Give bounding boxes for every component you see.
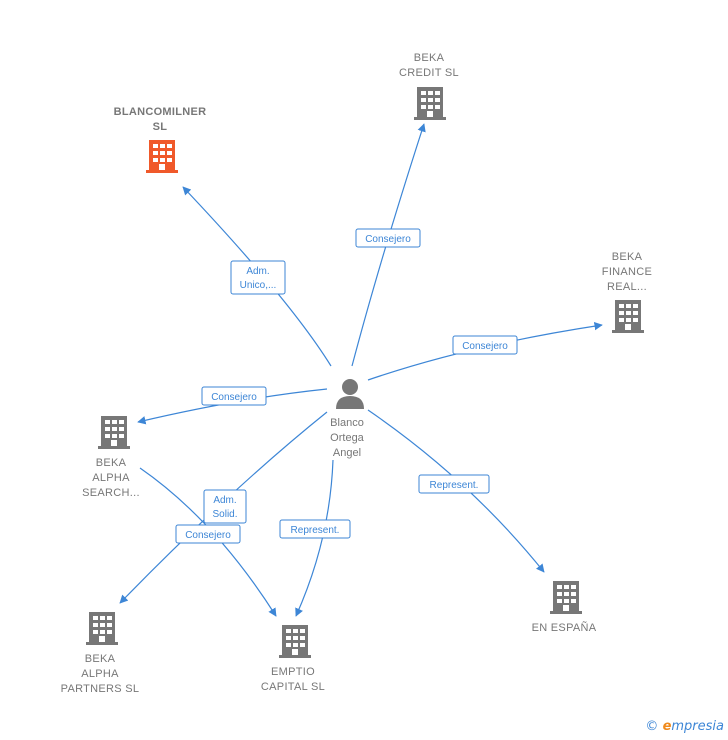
company-node-beka-finance[interactable]: BEKA FINANCE REAL... (602, 251, 652, 333)
edge-label-to-emptio-represent[interactable]: Represent. (279, 519, 351, 539)
edge-label-to-beka-finance[interactable]: Consejero (452, 335, 518, 355)
person-name-line-1: Blanco (330, 417, 364, 429)
svg-text:ALPHA: ALPHA (81, 668, 119, 680)
svg-text:Adm.: Adm. (213, 495, 236, 506)
edge-label-to-en-espana[interactable]: Represent. (418, 474, 490, 494)
svg-text:BLANCOMILNER: BLANCOMILNER (114, 106, 207, 118)
building-icon (550, 581, 582, 614)
edge-label-to-beka-alpha-partners[interactable]: Consejero (175, 524, 241, 544)
building-icon (414, 87, 446, 120)
company-node-blancomilner[interactable]: BLANCOMILNER SL (114, 106, 207, 173)
svg-text:FINANCE: FINANCE (602, 266, 652, 278)
copyright-icon: © (645, 719, 659, 734)
person-name-line-3: Angel (333, 447, 361, 459)
edge-label-to-emptio-adm[interactable]: Adm. Solid. (203, 489, 247, 524)
svg-text:BEKA: BEKA (96, 457, 127, 469)
person-icon (336, 379, 364, 409)
edge-to-emptio-represent (295, 459, 334, 617)
svg-text:EN ESPAÑA: EN ESPAÑA (532, 621, 597, 634)
svg-text:SL: SL (153, 121, 168, 133)
svg-text:Consejero: Consejero (462, 341, 508, 352)
svg-text:Consejero: Consejero (365, 234, 411, 245)
svg-text:Adm.: Adm. (246, 266, 269, 277)
company-node-emptio[interactable]: EMPTIO CAPITAL SL (261, 625, 325, 693)
svg-text:ALPHA: ALPHA (92, 472, 130, 484)
svg-text:CAPITAL SL: CAPITAL SL (261, 681, 325, 693)
company-node-beka-alpha-search[interactable]: BEKA ALPHA SEARCH... (82, 416, 140, 499)
svg-text:BEKA: BEKA (414, 52, 445, 64)
svg-text:BEKA: BEKA (85, 653, 116, 665)
edge-label-to-blancomilner[interactable]: Adm. Unico,... (230, 260, 286, 295)
edge-label-to-beka-alpha-search[interactable]: Consejero (201, 386, 267, 406)
edge-to-beka-credit (351, 123, 426, 367)
svg-text:REAL...: REAL... (607, 281, 647, 293)
svg-text:Represent.: Represent. (291, 525, 340, 536)
svg-text:Represent.: Represent. (430, 480, 479, 491)
footer-brand: © empresia (645, 719, 724, 734)
svg-text:Unico,...: Unico,... (240, 280, 277, 291)
svg-text:Consejero: Consejero (185, 530, 231, 541)
center-person[interactable]: Blanco Ortega Angel (330, 379, 365, 459)
building-icon (86, 612, 118, 645)
brand-logo-text: mpresia (671, 719, 724, 734)
person-name-line-2: Ortega (330, 432, 365, 444)
building-icon (98, 416, 130, 449)
svg-text:CREDIT SL: CREDIT SL (399, 67, 459, 79)
company-node-en-espana[interactable]: EN ESPAÑA (532, 581, 597, 634)
building-icon (279, 625, 311, 658)
svg-text:EMPTIO: EMPTIO (271, 666, 315, 678)
building-icon (146, 140, 178, 173)
svg-text:PARTNERS SL: PARTNERS SL (61, 683, 140, 695)
svg-text:Solid.: Solid. (212, 509, 237, 520)
svg-text:SEARCH...: SEARCH... (82, 487, 140, 499)
company-node-beka-credit[interactable]: BEKA CREDIT SL (399, 52, 459, 120)
svg-text:BEKA: BEKA (612, 251, 643, 263)
svg-text:Consejero: Consejero (211, 392, 257, 403)
building-icon (612, 300, 644, 333)
edge-label-to-beka-credit[interactable]: Consejero (355, 228, 421, 248)
brand-logo-initial: e (662, 719, 672, 734)
company-node-beka-alpha-partners[interactable]: BEKA ALPHA PARTNERS SL (61, 612, 140, 695)
